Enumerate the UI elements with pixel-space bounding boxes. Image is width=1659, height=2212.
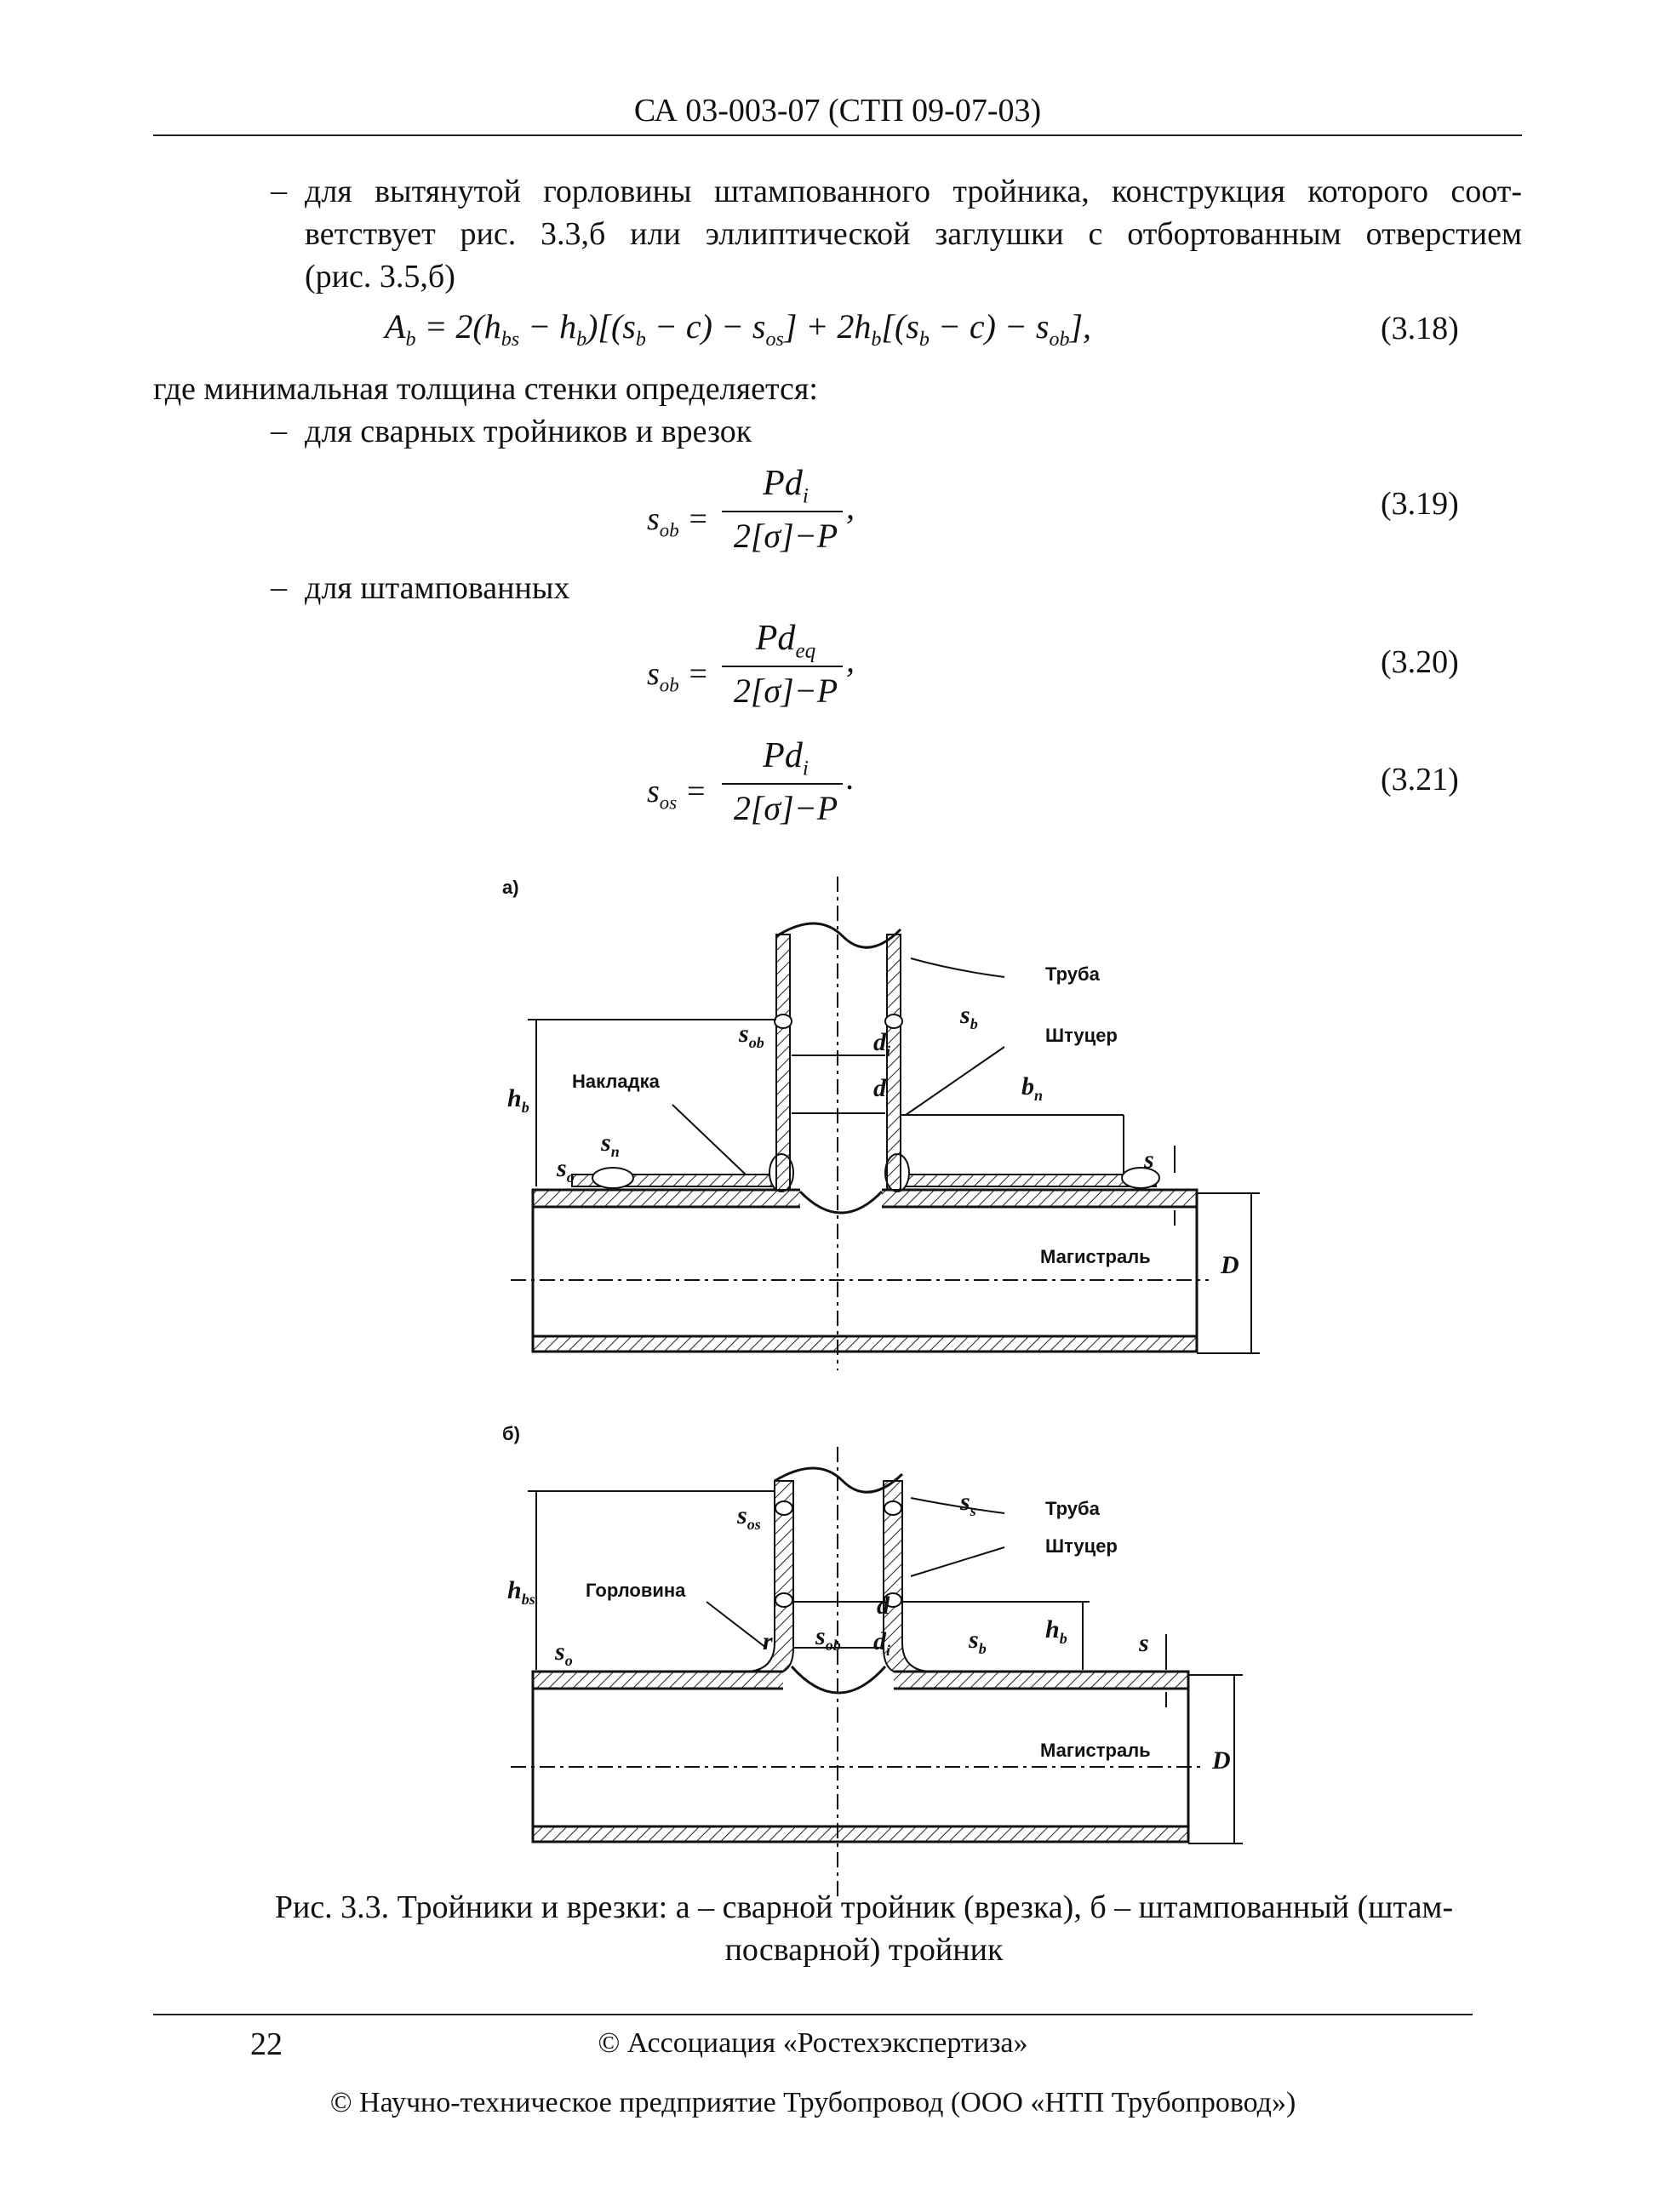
figure-a-sn-label: sn xyxy=(601,1129,620,1160)
figure-b-d-label: d xyxy=(877,1592,890,1620)
footer-rule xyxy=(153,2014,1473,2015)
equation-3-18: Ab = 2(hbs − hb)[(sb − c) − sos] + 2hb[(… xyxy=(385,307,1092,351)
figure-a-main-label: Магистраль xyxy=(1040,1246,1151,1267)
figure-caption: Рис. 3.3. Тройники и врезки: а – сварной… xyxy=(238,1886,1490,1971)
footer-association: © Ассоциация «Ростехэкспертиза» xyxy=(598,2027,1028,2059)
where-text: где минимальная толщина стенки определяе… xyxy=(153,371,818,407)
main-pipe-bottom-wall xyxy=(531,1825,1190,1843)
figure-b-sb-label: sb xyxy=(969,1626,987,1657)
figure-a-di-label: di xyxy=(873,1028,891,1060)
bullet-1-text: для вытянутой горловины штампованного тр… xyxy=(305,170,1522,298)
figure-a-label: а) xyxy=(502,877,519,898)
figure-b-r-label: r xyxy=(763,1627,773,1655)
figure-b-so-label: so xyxy=(555,1638,573,1669)
bullet-dash-2: – xyxy=(271,413,287,449)
figure-b-label: б) xyxy=(502,1423,520,1444)
header-rule xyxy=(153,134,1522,136)
figure-b-pipe-label: Труба xyxy=(1045,1498,1100,1519)
equation-3-19-lhs: sob = xyxy=(647,501,709,541)
equation-3-21-fraction: Pdi 2[σ]−P xyxy=(722,735,850,829)
document-code-header: СА 03-003-07 (СТП 09-07-03) xyxy=(633,93,1042,129)
figure-a-s-label: s xyxy=(1144,1146,1154,1174)
figure-b-sos-label: sos xyxy=(737,1501,761,1533)
figure-b-hbs-label: hbs xyxy=(507,1576,535,1608)
neck-right-wall xyxy=(883,1480,930,1672)
equation-3-20-lhs: sob = xyxy=(647,656,709,696)
figure-a-bn-label: bn xyxy=(1021,1072,1044,1104)
branch-right-wall xyxy=(886,934,901,1191)
figure-a-nozzle-label: Штуцер xyxy=(1045,1025,1118,1046)
figure-caption-line-1: Рис. 3.3. Тройники и врезки: а – сварной… xyxy=(274,1889,1454,1925)
bullet-dash-3: – xyxy=(271,569,287,605)
pad-right xyxy=(891,1174,1157,1187)
main-pipe-bottom-wall xyxy=(531,1335,1198,1353)
figure-b-D-label: D xyxy=(1212,1746,1231,1775)
figure-a-d-label: d xyxy=(873,1074,886,1102)
figure-b-nozzle-label: Штуцер xyxy=(1045,1535,1118,1557)
equation-3-20-fraction: Pdeq 2[σ]−P xyxy=(722,618,850,712)
page-number: 22 xyxy=(250,2026,283,2062)
figure-a-so-label: so xyxy=(557,1154,575,1186)
figure-a-pad-label: Накладка xyxy=(572,1071,660,1092)
equation-3-21-lhs: sos = xyxy=(647,774,707,814)
equation-number-3-20: (3.20) xyxy=(1381,644,1459,680)
bullet-1-line-3: (рис. 3.5,б) xyxy=(305,259,455,294)
neck-left-wall xyxy=(747,1480,794,1672)
figure-a-sb-label: sb xyxy=(960,1001,978,1032)
figure-a-pipe-label: Труба xyxy=(1045,963,1100,985)
figure-b-neck-label: Горловина xyxy=(586,1580,686,1601)
figure-b-di-label: di xyxy=(873,1627,891,1659)
branch-left-wall xyxy=(775,934,791,1191)
figure-caption-line-2: посварной) тройник xyxy=(724,1932,1004,1968)
bullet-1-line-1: для вытянутой горловины штампованного тр… xyxy=(305,174,1522,209)
equation-3-19-fraction: Pdi 2[σ]−P xyxy=(722,463,850,557)
figure-b-main-label: Магистраль xyxy=(1040,1740,1151,1761)
equation-number-3-18: (3.18) xyxy=(1381,311,1459,346)
figure-b-s-label: s xyxy=(1139,1629,1149,1657)
figure-b-ss-label: ss xyxy=(960,1488,976,1519)
figure-a-hb-label: hb xyxy=(507,1084,529,1116)
figure-a-sob-label: sob xyxy=(739,1020,764,1051)
figure-b-sob-label: sob xyxy=(815,1622,841,1654)
bullet-2-text: для сварных тройников и врезок xyxy=(305,414,752,449)
figure-a-D-label: D xyxy=(1221,1251,1239,1279)
figure-b-diagram xyxy=(511,1447,1243,1898)
figure-a-diagram xyxy=(511,877,1260,1370)
footer-company: © Научно-техническое предприятие Трубопр… xyxy=(329,2087,1296,2118)
figure-b-hb-label: hb xyxy=(1045,1615,1067,1647)
bullet-1-line-2: ветствует рис. 3.3,б или эллиптической з… xyxy=(305,216,1522,252)
equation-number-3-19: (3.19) xyxy=(1381,486,1459,522)
bullet-dash-1: – xyxy=(271,173,287,209)
equation-number-3-21: (3.21) xyxy=(1381,762,1459,797)
bullet-3-text: для штампованных xyxy=(305,570,570,606)
